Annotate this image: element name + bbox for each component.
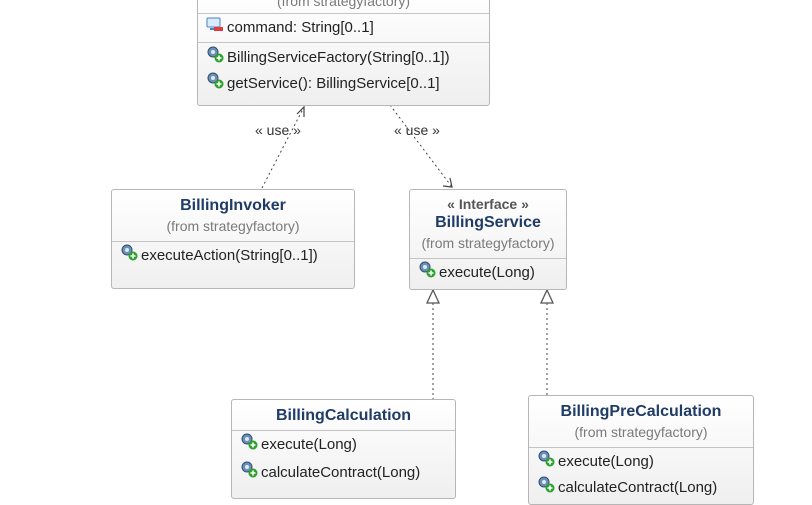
class-header: BillingPreCalculation (from strategyfact… (529, 396, 753, 447)
package-label: (from strategyfactory) (574, 424, 708, 440)
class-header: « Interface » BillingService (from strat… (410, 190, 566, 258)
operation-text: calculateContract(Long) (261, 463, 421, 481)
relationship-lines (261, 104, 555, 399)
class-billing-service-factory[interactable]: (from strategyfactory) command: String[0… (197, 0, 490, 106)
operation-row[interactable]: execute(Long) (529, 449, 753, 475)
class-billing-calculation[interactable]: BillingCalculation execute(Long) calcula… (231, 399, 456, 499)
operations-compartment: execute(Long) (410, 258, 566, 286)
operations-compartment: execute(Long) calculateContract(Long) (232, 430, 455, 486)
operation-text: getService(): BillingService[0..1] (227, 75, 440, 92)
class-name: BillingInvoker (180, 197, 286, 214)
package-label: (from strategyfactory) (421, 235, 555, 251)
operations-compartment: BillingServiceFactory(String[0..1]) getS… (198, 42, 489, 97)
use-arrowhead-invoker (296, 105, 305, 117)
operation-row[interactable]: getService(): BillingService[0..1] (198, 71, 489, 97)
attributes-compartment: command: String[0..1] (198, 13, 489, 40)
class-header: BillingCalculation (232, 400, 455, 430)
operation-text: executeAction(String[0..1]) (141, 246, 318, 264)
public-operation-icon (537, 449, 555, 475)
public-operation-icon (206, 71, 224, 97)
use-label-left: « use » (255, 122, 301, 138)
operation-text: BillingServiceFactory(String[0..1]) (227, 49, 450, 66)
realization-arrowhead-calculation (425, 288, 441, 304)
realization-arrowhead-precalculation (539, 288, 555, 304)
class-name: BillingPreCalculation (560, 403, 722, 420)
use-dependency-invoker (261, 106, 305, 189)
stereotype-label: « Interface » (447, 196, 529, 212)
package-label: (from strategyfactory) (166, 218, 300, 234)
operation-row[interactable]: execute(Long) (232, 432, 455, 458)
public-operation-icon (240, 460, 258, 486)
operation-text: execute(Long) (439, 263, 535, 281)
class-billing-pre-calculation[interactable]: BillingPreCalculation (from strategyfact… (528, 395, 754, 505)
operation-row[interactable]: calculateContract(Long) (232, 460, 455, 486)
public-operation-icon (537, 475, 555, 501)
operation-text: calculateContract(Long) (558, 478, 718, 496)
operation-row[interactable]: executeAction(String[0..1]) (112, 243, 354, 269)
class-billing-invoker[interactable]: BillingInvoker (from strategyfactory) ex… (111, 189, 355, 289)
class-header: BillingInvoker (from strategyfactory) (112, 190, 354, 241)
operations-compartment: execute(Long) calculateContract(Long) (529, 447, 753, 501)
use-dependency-service (389, 104, 453, 188)
operation-row[interactable]: execute(Long) (410, 260, 566, 286)
class-name: BillingService (435, 214, 541, 231)
operations-compartment: executeAction(String[0..1]) (112, 241, 354, 269)
operation-text: execute(Long) (261, 435, 357, 453)
package-label: (from strategyfactory) (276, 0, 411, 9)
public-operation-icon (240, 432, 258, 458)
class-name: BillingCalculation (275, 407, 412, 424)
public-operation-icon (206, 45, 224, 71)
operation-row[interactable]: BillingServiceFactory(String[0..1]) (198, 45, 489, 71)
attribute-text: command: String[0..1] (227, 19, 374, 36)
interface-billing-service[interactable]: « Interface » BillingService (from strat… (409, 189, 567, 290)
private-attribute-icon (206, 16, 224, 40)
use-arrowhead-service (442, 177, 453, 188)
operation-text: execute(Long) (558, 452, 654, 470)
operation-row[interactable]: calculateContract(Long) (529, 475, 753, 501)
public-operation-icon (418, 260, 436, 286)
use-label-right: « use » (394, 122, 440, 138)
attribute-row[interactable]: command: String[0..1] (198, 16, 489, 40)
public-operation-icon (120, 243, 138, 269)
